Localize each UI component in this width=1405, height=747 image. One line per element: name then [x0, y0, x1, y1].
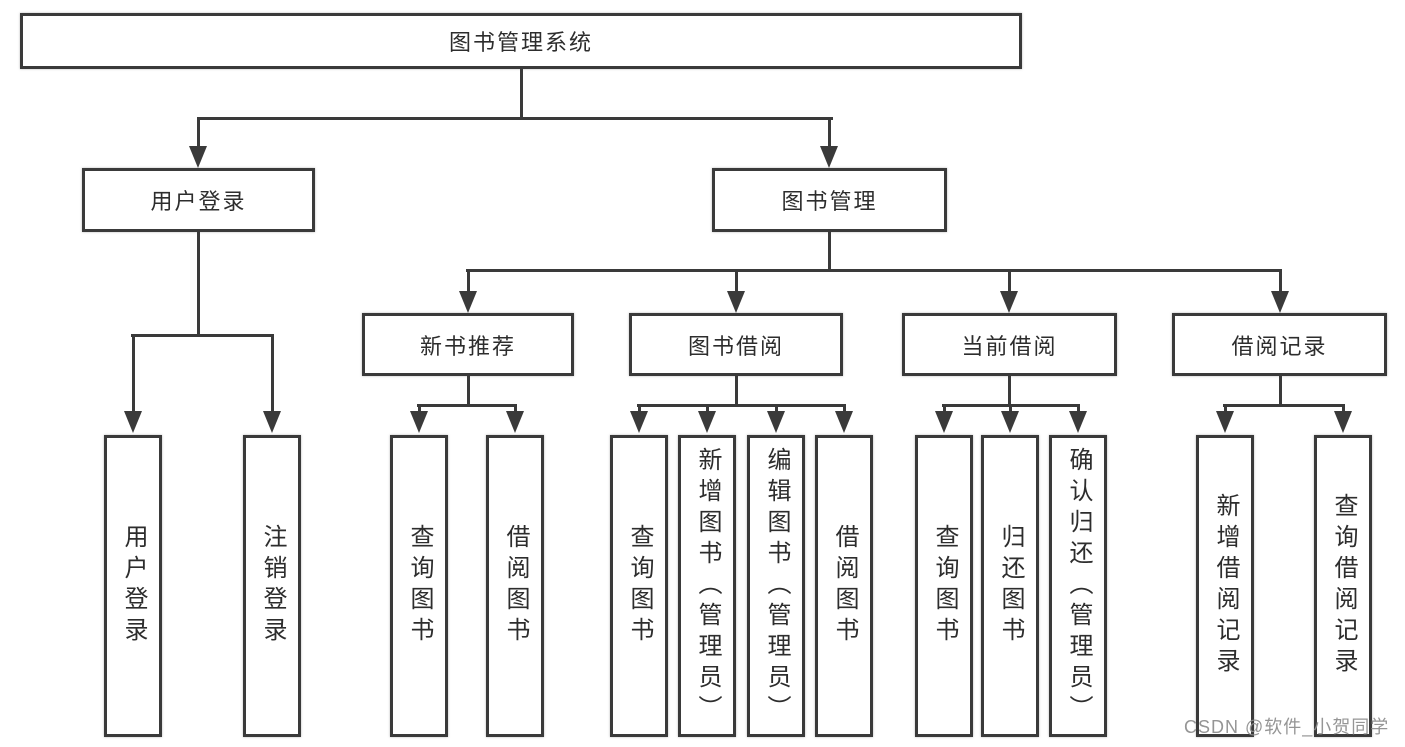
arrow-down-icon [727, 291, 745, 313]
connector-root-branch [197, 117, 833, 120]
connector-leaf [1342, 404, 1345, 414]
leaf-add-book-admin: 新增图书（管理员） [678, 435, 736, 737]
node-current-borrow-label: 当前借阅 [961, 333, 1058, 359]
arrow-down-icon [410, 411, 428, 433]
leaf-borrow-book-rec: 借阅图书 [486, 435, 544, 737]
arrow-down-icon [820, 146, 838, 168]
node-root-label: 图书管理系统 [448, 30, 593, 55]
connector-to-user-login [197, 117, 200, 149]
watermark: CSDN @软件_小贺同学 [1184, 717, 1390, 737]
node-user-login-label: 用户登录 [150, 189, 247, 214]
connector-book-mgmt-branch [466, 269, 1282, 272]
connector-to-leaf-login [132, 334, 135, 414]
leaf-logout-label: 注销登录 [259, 524, 286, 648]
connector-root-stem [520, 69, 523, 119]
node-borrow-record-label: 借阅记录 [1231, 333, 1328, 359]
node-book-mgmt-label: 图书管理 [781, 189, 878, 214]
connector-borrow-stem [735, 376, 738, 407]
arrow-down-icon [1000, 291, 1018, 313]
node-book-mgmt: 图书管理 [712, 168, 947, 232]
leaf-add-book-admin-label: 新增图书（管理员） [694, 446, 721, 726]
leaf-borrow-book: 借阅图书 [815, 435, 873, 737]
node-book-borrow-label: 图书借阅 [687, 333, 784, 359]
leaf-return-book: 归还图书 [981, 435, 1039, 737]
connector-leaf [943, 404, 946, 414]
arrow-down-icon [263, 411, 281, 433]
leaf-edit-book-admin: 编辑图书（管理员） [747, 435, 805, 737]
connector-to-borrow [735, 269, 738, 293]
connector-to-leaf-logout [271, 334, 274, 414]
connector-to-record [1279, 269, 1282, 293]
connector-new-rec-stem [467, 376, 470, 407]
node-book-borrow: 图书借阅 [629, 313, 843, 376]
connector-leaf [418, 404, 421, 414]
connector-to-book-mgmt [828, 117, 831, 149]
arrow-down-icon [835, 411, 853, 433]
leaf-confirm-return-admin: 确认归还（管理员） [1049, 435, 1107, 737]
connector-record-branch [1223, 404, 1345, 407]
arrow-down-icon [1069, 411, 1087, 433]
leaf-query-book-borrow-label: 查询图书 [626, 524, 653, 648]
connector-leaf [843, 404, 846, 414]
node-user-login: 用户登录 [82, 168, 315, 232]
arrow-down-icon [1271, 291, 1289, 313]
connector-leaf [775, 404, 778, 414]
node-root: 图书管理系统 [20, 13, 1022, 69]
leaf-return-book-label: 归还图书 [997, 524, 1024, 648]
connector-leaf [638, 404, 641, 414]
arrow-down-icon [1216, 411, 1234, 433]
connector-new-rec-branch [417, 404, 517, 407]
arrow-down-icon [767, 411, 785, 433]
leaf-user-login-label: 用户登录 [120, 524, 147, 648]
connector-book-mgmt-stem [828, 232, 831, 272]
leaf-query-book-rec-label: 查询图书 [406, 524, 433, 648]
leaf-add-borrow-record-label: 新增借阅记录 [1212, 493, 1239, 679]
leaf-add-borrow-record: 新增借阅记录 [1196, 435, 1254, 737]
leaf-logout: 注销登录 [243, 435, 301, 737]
node-new-book-rec: 新书推荐 [362, 313, 574, 376]
connector-leaf [1224, 404, 1227, 414]
leaf-edit-book-admin-label: 编辑图书（管理员） [763, 446, 790, 726]
leaf-query-book-current-label: 查询图书 [931, 524, 958, 648]
leaf-user-login: 用户登录 [104, 435, 162, 737]
connector-to-new-rec [467, 269, 470, 293]
connector-current-stem [1008, 376, 1011, 407]
leaf-confirm-return-admin-label: 确认归还（管理员） [1065, 446, 1092, 726]
connector-user-login-branch [131, 334, 274, 337]
leaf-query-book-current: 查询图书 [915, 435, 973, 737]
leaf-borrow-book-label: 借阅图书 [831, 524, 858, 648]
leaf-query-book-borrow: 查询图书 [610, 435, 668, 737]
arrow-down-icon [189, 146, 207, 168]
leaf-borrow-book-rec-label: 借阅图书 [502, 524, 529, 648]
arrow-down-icon [1334, 411, 1352, 433]
connector-user-login-stem [197, 232, 200, 337]
connector-record-stem [1279, 376, 1282, 407]
arrow-down-icon [459, 291, 477, 313]
arrow-down-icon [630, 411, 648, 433]
node-new-book-rec-label: 新书推荐 [419, 333, 516, 359]
node-current-borrow: 当前借阅 [902, 313, 1117, 376]
connector-to-current [1008, 269, 1011, 293]
leaf-query-borrow-record-label: 查询借阅记录 [1330, 493, 1357, 679]
arrow-down-icon [698, 411, 716, 433]
connector-leaf [514, 404, 517, 414]
leaf-query-borrow-record: 查询借阅记录 [1314, 435, 1372, 737]
arrow-down-icon [935, 411, 953, 433]
connector-leaf [1077, 404, 1080, 414]
arrow-down-icon [124, 411, 142, 433]
arrow-down-icon [506, 411, 524, 433]
connector-leaf [1009, 404, 1012, 414]
connector-leaf [706, 404, 709, 414]
node-borrow-record: 借阅记录 [1172, 313, 1387, 376]
connector-borrow-branch [637, 404, 846, 407]
leaf-query-book-rec: 查询图书 [390, 435, 448, 737]
arrow-down-icon [1001, 411, 1019, 433]
